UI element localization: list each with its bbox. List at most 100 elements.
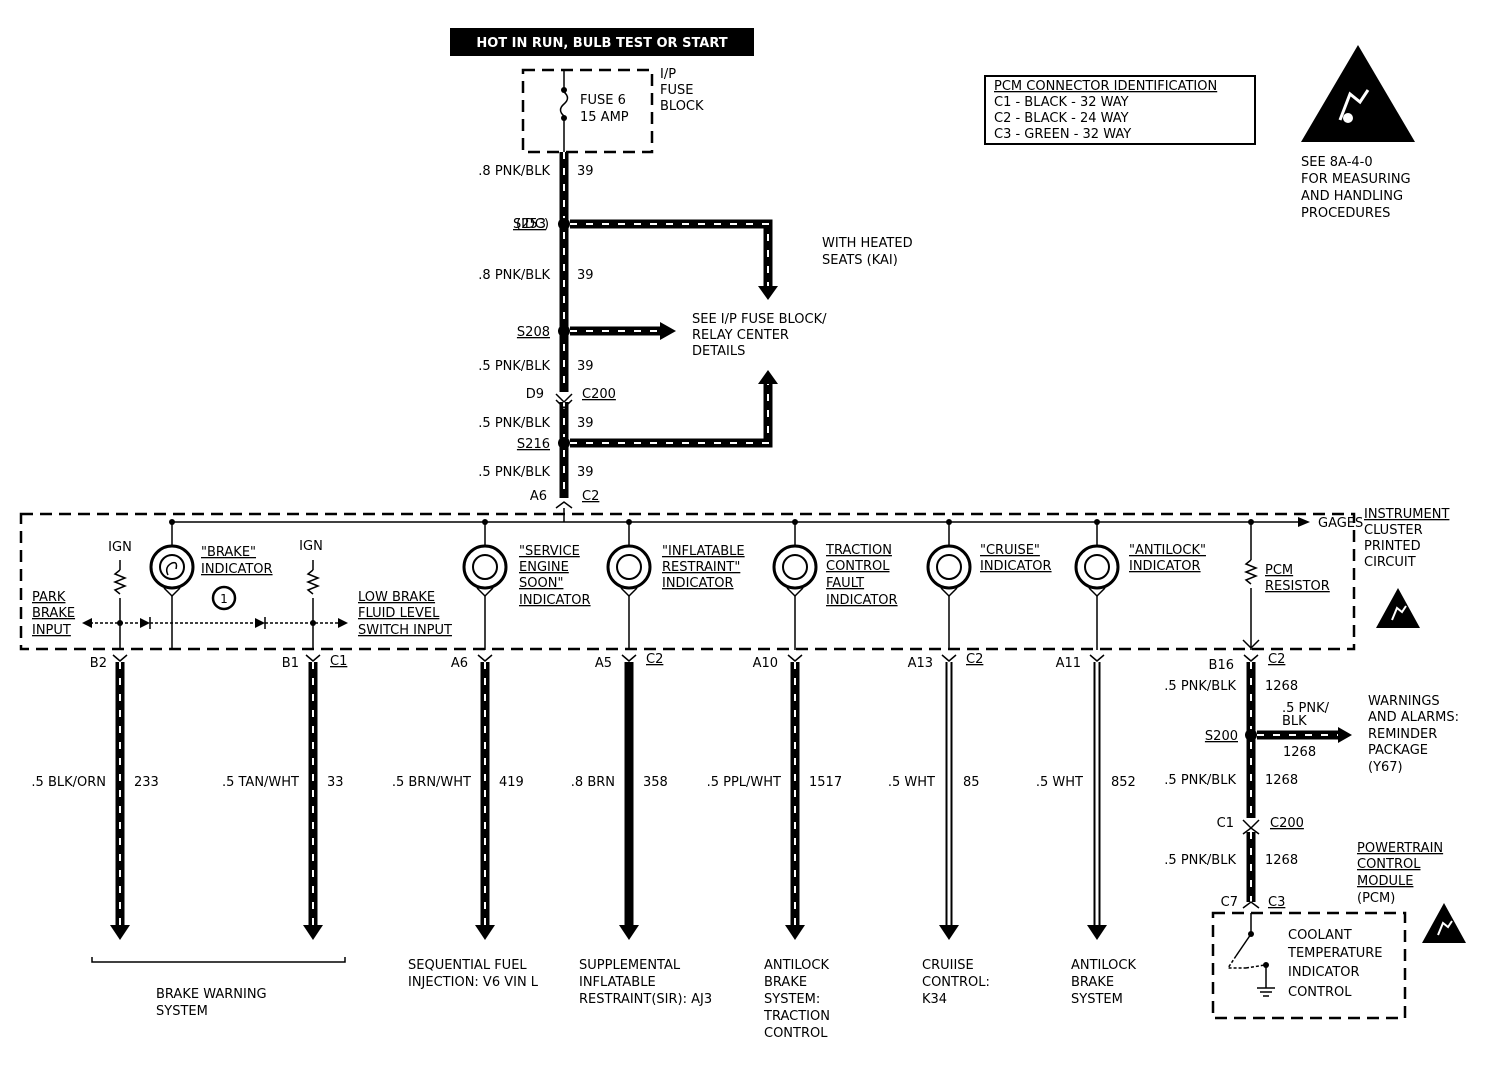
wire-85 xyxy=(939,654,959,940)
dest-sfi-2: INJECTION: V6 VIN L xyxy=(408,975,539,990)
antilock-1: "ANTILOCK" xyxy=(1129,543,1206,558)
antilock-lamp-icon xyxy=(1074,519,1120,650)
pcm-resistor-icon xyxy=(1242,519,1260,650)
traction-4: INDICATOR xyxy=(826,593,898,608)
dest-sir-2: INFLATABLE xyxy=(579,975,656,990)
warnings-3: REMINDER xyxy=(1368,727,1437,742)
pcm-resistor-2: RESISTOR xyxy=(1265,579,1330,594)
dest-abs-2: BRAKE xyxy=(1071,975,1114,990)
dest-sfi-1: SEQUENTIAL FUEL xyxy=(408,958,527,973)
brake-indicator-1: "BRAKE" xyxy=(201,545,256,560)
dest-brake-warning-2: SYSTEM xyxy=(156,1004,208,1019)
service-engine-lamp-icon xyxy=(462,519,508,650)
conn-c2-c: C2 xyxy=(1268,652,1285,667)
splice-s200-label: S200 xyxy=(1205,729,1238,744)
warnings-1: WARNINGS xyxy=(1368,694,1440,709)
fuse-block-name-3: BLOCK xyxy=(660,99,704,114)
heated-seats-line-1: WITH HEATED xyxy=(822,236,913,251)
splice-s200-dot xyxy=(1245,729,1257,741)
fuse-block-name-2: FUSE xyxy=(660,83,693,98)
indicator-lamps xyxy=(462,519,1420,650)
traction-2: CONTROL xyxy=(826,559,890,574)
coolant-4: CONTROL xyxy=(1288,985,1352,1000)
circuit-358: 358 xyxy=(643,775,668,790)
see-ip-line-1: SEE I/P FUSE BLOCK/ xyxy=(692,312,827,327)
feed-gauge-5: .5 PNK/BLK xyxy=(478,465,550,480)
brake-indicator-2: INDICATOR xyxy=(201,562,273,577)
brake-section xyxy=(82,519,348,650)
dest-sir-1: SUPPLEMENTAL xyxy=(579,958,681,973)
coolant-2: TEMPERATURE xyxy=(1287,946,1383,961)
wire-358 xyxy=(619,654,639,940)
pin-a6: A6 xyxy=(451,656,468,671)
pcm-connector-row-3: C3 - GREEN - 32 WAY xyxy=(994,127,1131,142)
esd-note-3: AND HANDLING xyxy=(1301,189,1403,204)
circuit-852: 852 xyxy=(1111,775,1136,790)
pin-b2: B2 xyxy=(90,656,107,671)
feed-circuit-3: 39 xyxy=(577,359,594,374)
pcm-c1-label: C1 xyxy=(1217,816,1234,831)
dest-abs-tc-1: ANTILOCK xyxy=(764,958,829,973)
connector-a6: A6 xyxy=(530,489,547,504)
circuit-85: 85 xyxy=(963,775,980,790)
inflatable-1: "INFLATABLE xyxy=(662,544,745,559)
coolant-indicator-control-box xyxy=(1211,911,1407,1020)
dest-brake-warning-1: BRAKE WARNING xyxy=(156,987,267,1002)
pcm-c3-label: C3 xyxy=(1268,895,1285,910)
s200-branch-gauge-2: BLK xyxy=(1282,714,1307,729)
esd-warning-icon xyxy=(1301,45,1415,142)
esd-note-4: PROCEDURES xyxy=(1301,206,1390,221)
coolant-3: INDICATOR xyxy=(1288,965,1360,980)
circuit-419: 419 xyxy=(499,775,524,790)
wire-33 xyxy=(303,654,323,940)
splice-s216-dot xyxy=(558,437,570,449)
pcm-c200-label: C200 xyxy=(1270,816,1304,831)
dest-cruise-2: CONTROL: xyxy=(922,975,990,990)
feed-circuit-2: 39 xyxy=(577,268,594,283)
instrument-cluster-box xyxy=(19,508,1356,651)
fuse-name: FUSE 6 xyxy=(580,93,626,108)
gauge-1268-c: .5 PNK/BLK xyxy=(1164,853,1236,868)
conn-c2-a: C2 xyxy=(646,652,663,667)
gauge-1268-b: .5 PNK/BLK xyxy=(1164,773,1236,788)
splice-s208-dot xyxy=(558,325,570,337)
park-brake-2: BRAKE xyxy=(32,606,75,621)
power-source-label: HOT IN RUN, BULB TEST OR START xyxy=(450,28,754,56)
feed-gauge-4: .5 PNK/BLK xyxy=(478,416,550,431)
circuit-1268-a: 1268 xyxy=(1265,679,1298,694)
gauge-233: .5 BLK/ORN xyxy=(31,775,106,790)
feed-circuit-4: 39 xyxy=(577,416,594,431)
pcm-connector-row-1: C1 - BLACK - 32 WAY xyxy=(994,95,1129,110)
ign-label-1: IGN xyxy=(108,540,132,555)
pin-a11: A11 xyxy=(1056,656,1081,671)
service-engine-2: ENGINE xyxy=(519,560,569,575)
brake-system-bracket xyxy=(91,957,346,963)
connector-d9: D9 xyxy=(526,387,544,402)
splice-s253-suffix: (IDC) xyxy=(516,217,549,232)
heated-seats-line-2: SEATS (KAI) xyxy=(822,253,898,268)
circuit-233: 233 xyxy=(134,775,159,790)
park-brake-1: PARK xyxy=(32,590,66,605)
feed-circuit-5: 39 xyxy=(577,465,594,480)
gauge-1268-a: .5 PNK/BLK xyxy=(1164,679,1236,694)
park-brake-3: INPUT xyxy=(32,623,71,638)
connector-c2: C2 xyxy=(582,489,599,504)
pcm-name-1: POWERTRAIN xyxy=(1357,841,1443,856)
fuse-rating: 15 AMP xyxy=(580,110,629,125)
ign-label-2: IGN xyxy=(299,539,323,554)
inflatable-restraint-lamp-icon xyxy=(606,519,652,650)
inflatable-3: INDICATOR xyxy=(662,576,734,591)
traction-1: TRACTION xyxy=(825,543,892,558)
traction-3: FAULT xyxy=(826,576,864,591)
coolant-1: COOLANT xyxy=(1288,928,1352,943)
pcm-connector-title: PCM CONNECTOR IDENTIFICATION xyxy=(994,79,1217,94)
s200-branch-circuit: 1268 xyxy=(1283,745,1316,760)
low-brake-2: FLUID LEVEL xyxy=(358,606,440,621)
note-number: 1 xyxy=(220,592,228,606)
feed-circuit-1: 39 xyxy=(577,164,594,179)
dest-abs-tc-2: BRAKE xyxy=(764,975,807,990)
conn-c1: C1 xyxy=(330,654,347,669)
dest-cruise-3: K34 xyxy=(922,992,947,1007)
gauge-85: .5 WHT xyxy=(888,775,935,790)
warnings-4: PACKAGE xyxy=(1368,743,1428,758)
